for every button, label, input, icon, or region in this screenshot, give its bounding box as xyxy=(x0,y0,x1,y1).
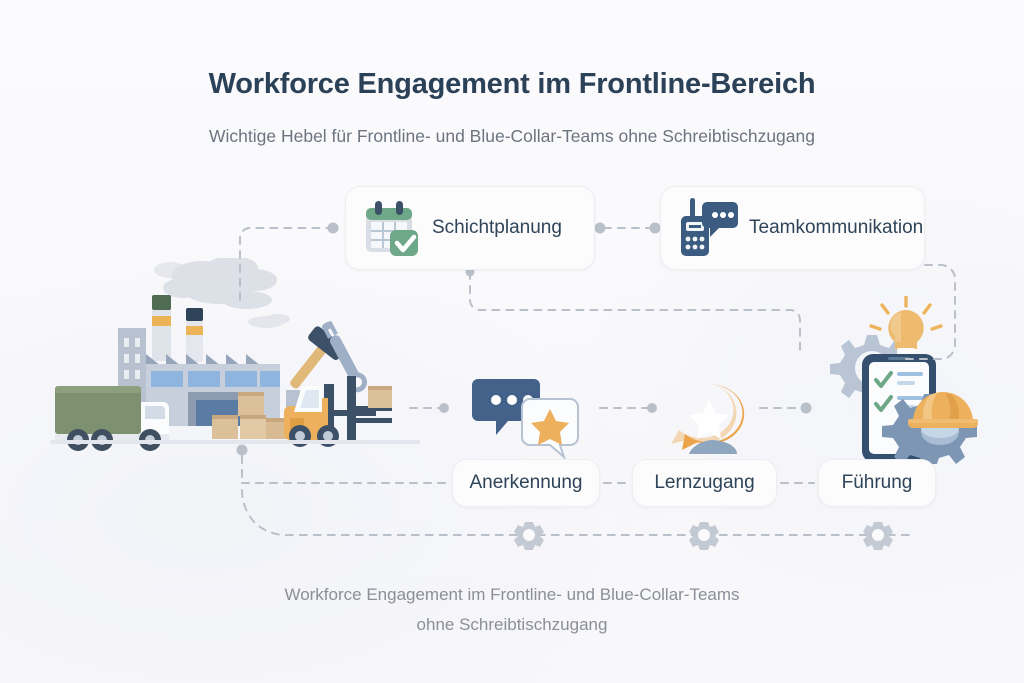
walkie-talkie-chat-icon xyxy=(681,198,738,256)
card-teamkommunikation[interactable]: Teamkommunikation xyxy=(660,186,925,270)
card-label: Anerkennung xyxy=(469,472,583,493)
card-schichtplanung[interactable]: Schichtplanung xyxy=(345,186,595,270)
card-lernzugang[interactable]: Lernzugang xyxy=(632,459,777,507)
calendar-check-icon xyxy=(366,201,418,256)
footer-caption-line-2: ohne Schreibtischzugang xyxy=(416,615,608,634)
card-label: Führung xyxy=(841,472,913,493)
footer-caption: Workforce Engagement im Frontline- und B… xyxy=(0,580,1024,640)
card-label: Teamkommunikation xyxy=(749,217,924,238)
page-subtitle: Wichtige Hebel für Frontline- und Blue-C… xyxy=(209,126,815,146)
page-title: Workforce Engagement im Frontline-Bereic… xyxy=(208,68,816,100)
card-label: Schichtplanung xyxy=(432,217,562,238)
card-label: Lernzugang xyxy=(654,472,755,493)
card-fuehrung[interactable]: Führung xyxy=(818,459,936,507)
footer-caption-line-1: Workforce Engagement im Frontline- und B… xyxy=(284,585,740,604)
card-anerkennung[interactable]: Anerkennung xyxy=(452,459,600,507)
